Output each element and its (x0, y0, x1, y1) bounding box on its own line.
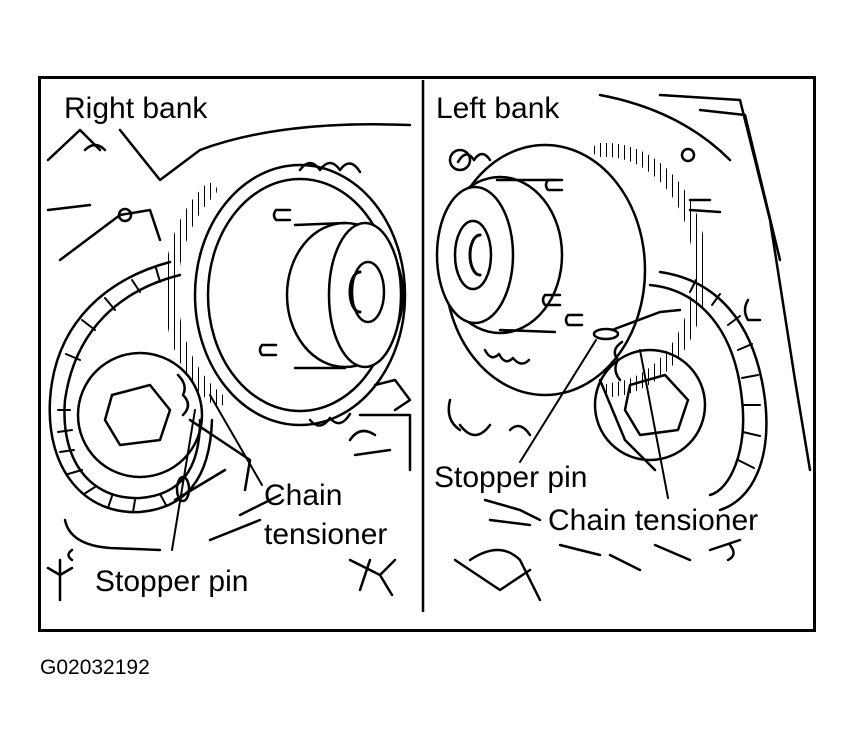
right-chain-tensioner-label-line2: tensioner (264, 518, 388, 551)
outer-border (40, 78, 815, 631)
left-bank-illustration (437, 95, 810, 600)
right-bank-illustration (48, 124, 410, 600)
right-lower-sprocket (78, 353, 202, 477)
left-timing-chain (650, 272, 766, 510)
left-lower-sprocket (595, 342, 705, 460)
right-stopper-pin-label: Stopper pin (95, 565, 249, 598)
right-bank-title: Right bank (64, 92, 208, 125)
diagram-frame (38, 76, 816, 632)
left-chain-tensioner (520, 310, 680, 498)
figure-id: G02032192 (40, 656, 150, 679)
left-chain-tensioner-label: Chain tensioner (548, 504, 759, 537)
right-timing-chain (50, 262, 212, 512)
right-chain-tensioner (172, 395, 262, 550)
left-bank-title: Left bank (436, 92, 560, 125)
right-cam-sprocket (171, 163, 405, 426)
right-chain-tensioner-label-line1: Chain (264, 479, 343, 512)
left-stopper-pin-label: Stopper pin (434, 461, 588, 494)
left-cam-sprocket (437, 145, 700, 395)
